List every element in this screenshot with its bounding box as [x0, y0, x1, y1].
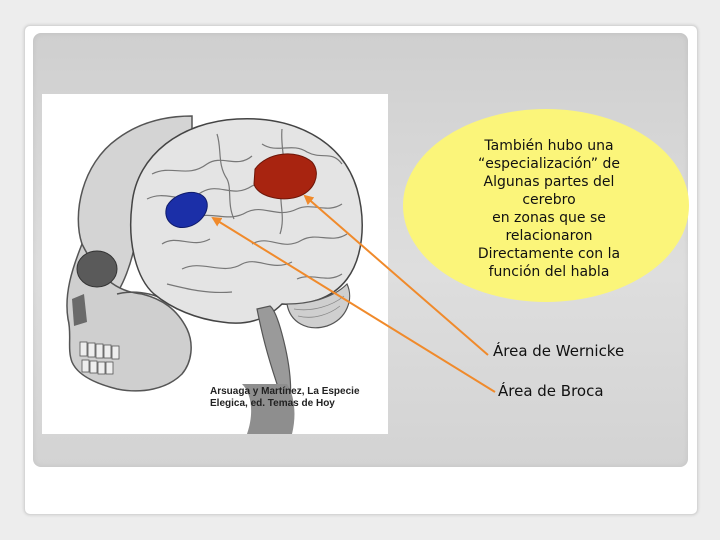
- broca-arrow: [211, 216, 496, 393]
- info-text: También hubo una “especialización” de Al…: [477, 138, 621, 280]
- wernicke-arrow: [303, 194, 489, 356]
- brain-skull-illustration: [42, 94, 388, 434]
- broca-label: Área de Broca: [498, 382, 604, 400]
- info-bubble: [403, 109, 689, 302]
- image-caption: Arsuaga y Martínez, La Especie Elegica, …: [210, 386, 360, 409]
- wernicke-label: Área de Wernicke: [493, 342, 625, 360]
